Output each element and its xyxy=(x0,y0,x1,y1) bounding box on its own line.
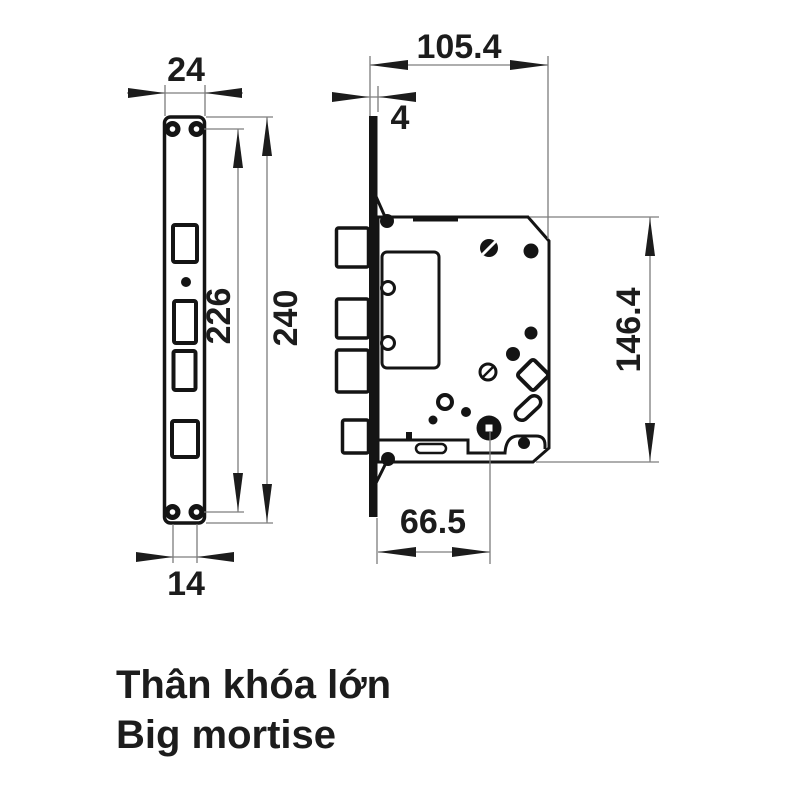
screw-hole xyxy=(164,504,181,520)
deadbolt xyxy=(334,297,371,340)
screw-hole xyxy=(164,121,181,137)
housing-hole xyxy=(380,280,396,296)
dimension-label: 14 xyxy=(167,565,205,603)
caption: Thân khóa lớn Big mortise xyxy=(116,660,391,760)
stop-tab xyxy=(406,432,412,440)
pin xyxy=(461,407,471,417)
rivet xyxy=(518,437,530,449)
dim-body-height: 146.4 xyxy=(530,216,659,463)
bottom-fold-line xyxy=(378,434,547,455)
rivet xyxy=(381,452,395,466)
dim-arrow-icon xyxy=(205,88,242,98)
dim-plate-height: 240 xyxy=(206,116,305,524)
pin xyxy=(523,243,539,259)
cylinder-hub xyxy=(476,415,502,441)
dim-arrow-icon xyxy=(370,60,408,70)
dimension-label: 66.5 xyxy=(400,503,466,541)
dim-arrow-icon xyxy=(452,547,490,557)
pin xyxy=(506,347,520,361)
side-view: 105.4 4 146.4 66.5 xyxy=(332,28,659,564)
latch-bolt xyxy=(340,418,371,455)
latch-cutout xyxy=(170,419,200,459)
dim-arrow-icon xyxy=(332,92,369,102)
washer xyxy=(436,393,454,411)
pin xyxy=(428,415,438,425)
bolt-cutout xyxy=(171,223,199,264)
housing-hole xyxy=(380,335,396,351)
dimension-label: 146.4 xyxy=(610,287,648,372)
pin-hole xyxy=(181,277,191,287)
dimension-label: 240 xyxy=(267,290,305,347)
dim-arrow-icon xyxy=(378,547,416,557)
dim-arrow-icon xyxy=(136,552,173,562)
spindle-hub xyxy=(515,357,551,393)
dim-arrow-icon xyxy=(510,60,548,70)
dim-body-depth: 105.4 xyxy=(369,28,549,239)
dim-faceplate-thickness: 4 xyxy=(332,86,416,137)
dimension-label: 24 xyxy=(167,51,205,89)
deadbolt xyxy=(334,348,371,394)
screw-hole xyxy=(188,504,205,520)
rivet xyxy=(380,214,394,228)
dim-arrow-icon xyxy=(379,92,416,102)
bolt-cutout xyxy=(172,299,198,345)
dim-arrow-icon xyxy=(262,118,272,156)
faceplate-edge xyxy=(369,116,378,517)
dim-arrow-icon xyxy=(197,552,234,562)
dim-arrow-icon xyxy=(645,423,655,461)
dim-screw-span-height: 226 xyxy=(200,128,244,513)
hub-housing xyxy=(380,250,441,370)
caption-english: Big mortise xyxy=(116,713,337,757)
adjustment-slot xyxy=(414,442,448,455)
dim-plate-width: 24 xyxy=(127,51,243,116)
screw-icon xyxy=(478,362,498,382)
pin xyxy=(524,326,538,340)
dim-arrow-icon xyxy=(262,484,272,522)
caption-vietnamese: Thân khóa lớn xyxy=(116,663,392,707)
deadbolt xyxy=(334,226,371,269)
dim-arrow-icon xyxy=(233,473,243,511)
dim-screw-span-width: 14 xyxy=(136,524,234,603)
screw-hole xyxy=(188,121,205,137)
dim-backset: 66.5 xyxy=(376,432,491,564)
dimension-label: 105.4 xyxy=(416,28,501,66)
dim-arrow-icon xyxy=(128,88,165,98)
bolt-cutout xyxy=(171,349,198,392)
screw-icon xyxy=(480,239,498,257)
dimension-label: 226 xyxy=(200,288,238,345)
dimension-label: 4 xyxy=(391,99,410,137)
front-view: 24 226 240 14 xyxy=(127,51,305,603)
lever-link xyxy=(513,393,543,423)
dim-arrow-icon xyxy=(233,130,243,168)
dim-arrow-icon xyxy=(645,218,655,256)
